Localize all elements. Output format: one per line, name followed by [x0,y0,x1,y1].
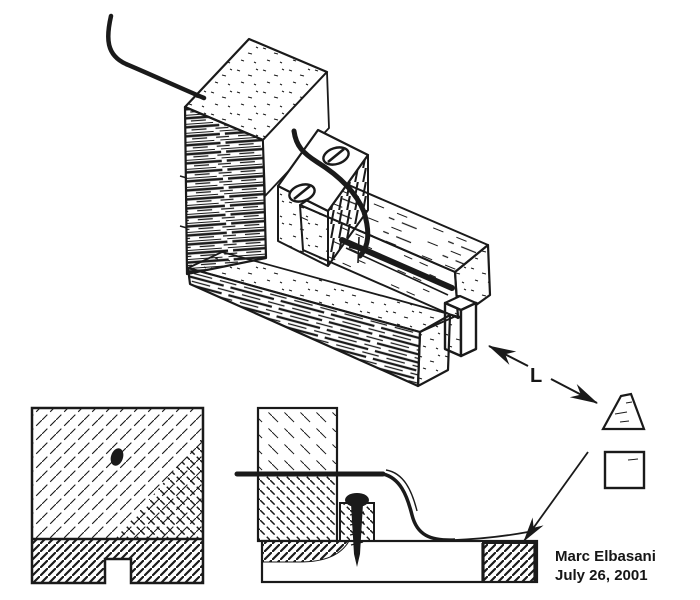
front-view-hole [110,448,124,466]
detail-trapezoid-marks [614,401,633,423]
detail-square [603,450,646,490]
clamp-block [276,128,370,267]
signature-date: July 26, 2001 [555,567,648,584]
wire-lead [106,13,207,101]
post-block [179,37,330,276]
front-view-notch-fill [105,559,131,583]
dimension-arrow-left [488,345,529,367]
clamp-screw-1 [322,146,350,166]
base-plank [186,251,457,388]
detail-square-mark [627,458,639,461]
front-view-outline [30,406,205,585]
wire-entry-ticks [348,236,376,264]
length-callout: L [488,345,598,404]
blade-piece [443,294,478,358]
side-view-wire [234,469,529,542]
detail-trapezoid [601,392,646,431]
length-label: L [530,365,542,387]
clamp-screw-2 [288,183,316,203]
side-view [234,406,539,584]
isometric-assembly [106,13,492,388]
signature-name: Marc Elbasani [555,548,656,565]
signature: Marc Elbasani July 26, 2001 [555,548,656,584]
post-edge-ticks [179,175,188,229]
front-view [30,406,205,585]
blade-side-face [459,301,478,358]
detail-shapes [523,392,646,542]
base-end-face [416,313,452,388]
dimension-arrow-right [550,378,598,404]
side-view-screw [345,493,369,567]
pointer-arrow [523,451,589,542]
front-view-corner-shading [116,438,202,538]
wire-slot-groove [339,237,455,291]
wire-over-clamp [291,128,376,264]
side-view-blade-section [481,542,537,583]
blade-front-face [443,301,463,358]
